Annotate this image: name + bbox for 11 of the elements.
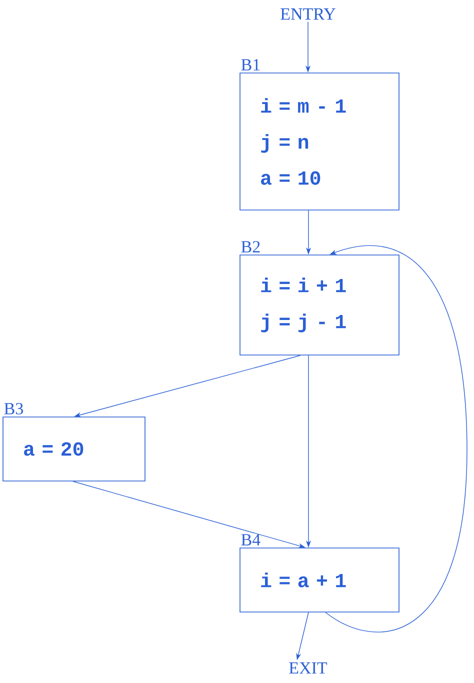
- block-label: B3: [4, 402, 23, 414]
- terminal-label: ENTRY: [280, 8, 336, 20]
- arrow: [325, 245, 468, 632]
- terminal-label: EXIT: [289, 662, 328, 674]
- block-label: B1: [241, 59, 260, 70]
- block-label: B2: [241, 241, 260, 252]
- code-block-box: a = 20: [2, 416, 146, 482]
- code-block-box: i = a + 1: [240, 548, 400, 612]
- code-block-box: i = i + 1 j = j - 1: [240, 254, 400, 356]
- block-label: B4: [241, 534, 260, 546]
- code-block-box: i = m - 1 j = n a = 10: [240, 72, 400, 210]
